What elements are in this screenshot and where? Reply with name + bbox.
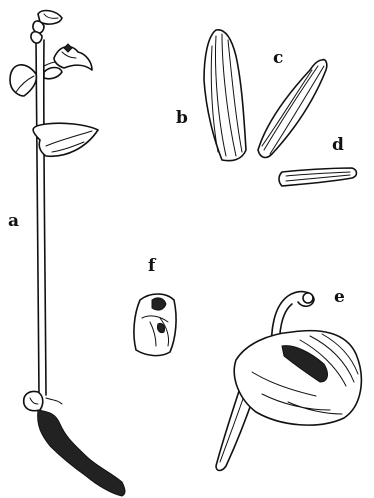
label-d: d [332,137,344,154]
sepal-b-drawing [204,30,246,161]
label-b: b [176,110,188,127]
label-e: e [334,289,345,306]
label-a: a [8,213,19,230]
label-f: f [148,258,155,275]
sepal-d-drawing [279,168,357,186]
whole-plant-drawing [10,11,125,496]
lip-e-drawing [216,292,361,471]
label-c: c [273,50,283,67]
column-f-drawing [134,294,176,356]
petal-c-drawing [258,60,327,158]
